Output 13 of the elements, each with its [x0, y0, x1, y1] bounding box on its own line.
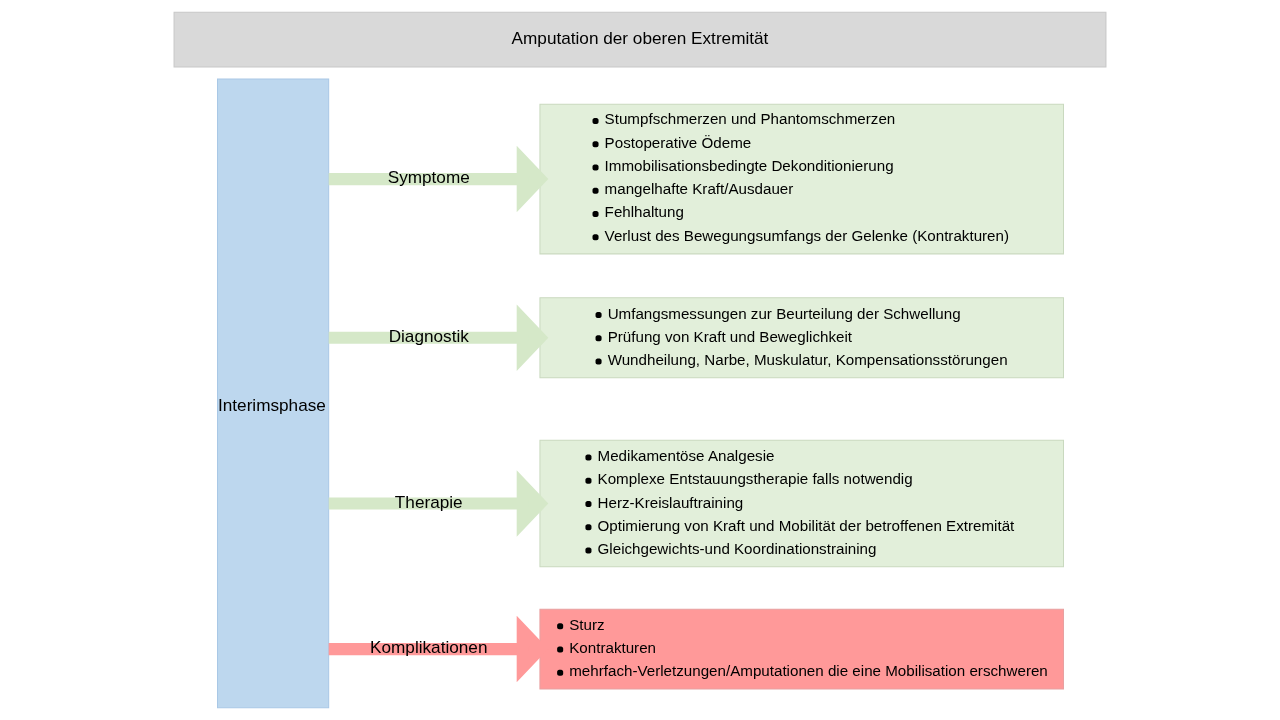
node-box: Interimsphase: [217, 78, 330, 709]
node-box: Medikamentöse Analgesie Komplexe Entstauungstherapie falls notwendig Herz-Kreislauftraining Optimierung von Kraft und Mobilität der betroffenen Extremität Gleichgewichts-und Koordinationstraining: [539, 439, 1064, 568]
node-box: Amputation der oberen Extremität: [173, 11, 1107, 68]
arrow: [328, 470, 549, 537]
arrow: [328, 145, 549, 213]
node-box: Sturz Kontrakturen mehrfach-Verletzungen/Amputationen die eine Mobilisation erschweren: [539, 608, 1064, 690]
edge-label: Diagnostik: [388, 325, 469, 346]
node-box: Umfangsmessungen zur Beurteilung der Schwellung Prüfung von Kraft und Beweglichkeit Wundheilung, Narbe, Muskulatur, Kompensationsstörungen: [539, 297, 1064, 379]
arrow: [328, 304, 549, 371]
edge-label: Komplikationen: [370, 637, 488, 658]
edge-label: Therapie: [394, 491, 463, 512]
edge-label: Symptome: [387, 167, 470, 188]
node-box: Stumpfschmerzen und Phantomschmerzen Postoperative Ödeme Immobilisationsbedingte Dekonditionierung mangelhafte Kraft/Ausdauer Fehlhaltung Verlust des Bewegungsumfangs der Gelenke (Kontrakturen): [539, 103, 1064, 255]
